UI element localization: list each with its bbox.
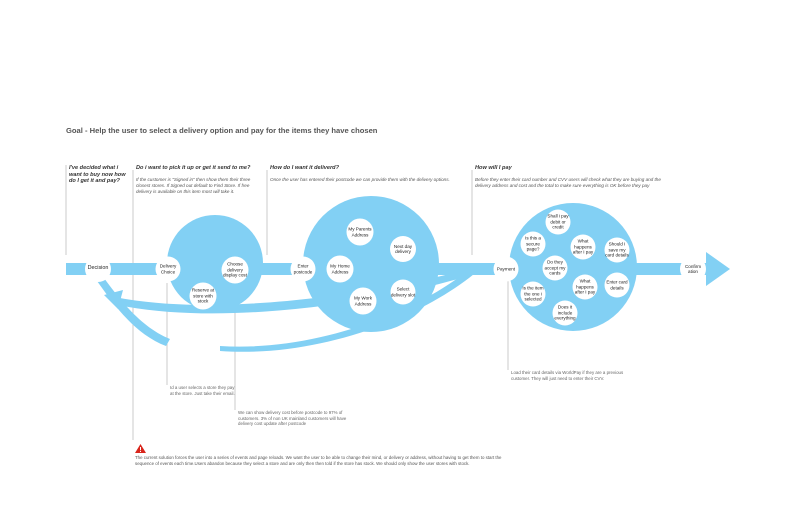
my-parents-address-node[interactable]: My Parents Address <box>346 218 374 246</box>
stage-3-heading: How do I want it deliverd? <box>270 165 339 171</box>
debit-or-credit-node[interactable]: Shall i pay debit or credit <box>545 209 571 235</box>
guide-lines <box>65 165 509 440</box>
include-everything-node[interactable]: Does it include everything <box>552 300 578 326</box>
return-arrow-payment <box>220 268 474 352</box>
enter-postcode-node[interactable]: Enter postcode <box>290 256 316 282</box>
payment-node[interactable]: Payment <box>493 256 519 282</box>
store-pay-note: Id a user selects a store they pay at th… <box>170 385 235 396</box>
enter-card-details-node[interactable]: Enter card details <box>604 272 630 298</box>
save-card-details-node[interactable]: Should I save my card details <box>604 237 630 263</box>
return-arrow-address-head <box>104 290 123 309</box>
next-day-delivery-node[interactable]: Next day delivery <box>390 236 416 262</box>
warning-text: The current solution forces the user int… <box>135 455 502 466</box>
my-home-address-node[interactable]: My Home Address <box>326 255 354 283</box>
delivery-cost-note: We can show delivery cost before postcod… <box>238 410 347 427</box>
what-happens-after-pay-node-1[interactable]: What happens after I pay <box>570 234 596 260</box>
accept-my-cards-node[interactable]: Do they accept my cards <box>542 255 568 281</box>
select-delivery-slot-node[interactable]: Select delivery slot <box>390 279 416 305</box>
stage-1-heading: I've decided what i want to buy now how … <box>69 165 126 185</box>
flow-arrow-head <box>706 252 730 286</box>
reserve-at-store-node[interactable]: Reserve at store with stock <box>189 282 217 310</box>
worldpay-note: Load their card details via WorldPay if … <box>511 370 624 381</box>
my-work-address-node[interactable]: My Work Address <box>349 287 377 315</box>
return-arrow-store <box>97 278 170 346</box>
item-selected-node[interactable]: Is the item the one i selected <box>520 281 546 307</box>
stage-4-heading: How will I pay <box>475 165 512 171</box>
secure-page-node[interactable]: Is this a secure page? <box>520 231 546 257</box>
delivery-choice-node[interactable]: Delivery Choice <box>155 256 181 282</box>
stage-2-heading: Do i want to pick it up or get it send t… <box>136 165 251 171</box>
stage-4-description: Before they enter their card number and … <box>475 177 661 188</box>
stage-3-description: Once the user has entered their postcode… <box>270 177 450 182</box>
choose-delivery-cost-node[interactable]: Choose delivery display cost <box>221 256 249 284</box>
warning-triangle-icon <box>135 444 146 453</box>
confirmation-node[interactable]: Confirm ation <box>680 256 706 282</box>
decision-node[interactable]: Decision <box>85 256 111 282</box>
stage-2-description: If the customer is "Signed in" then show… <box>136 177 251 194</box>
what-happens-after-pay-node-2[interactable]: What happens after I pay <box>572 274 598 300</box>
goal-title: Goal - Help the user to select a deliver… <box>66 126 378 135</box>
